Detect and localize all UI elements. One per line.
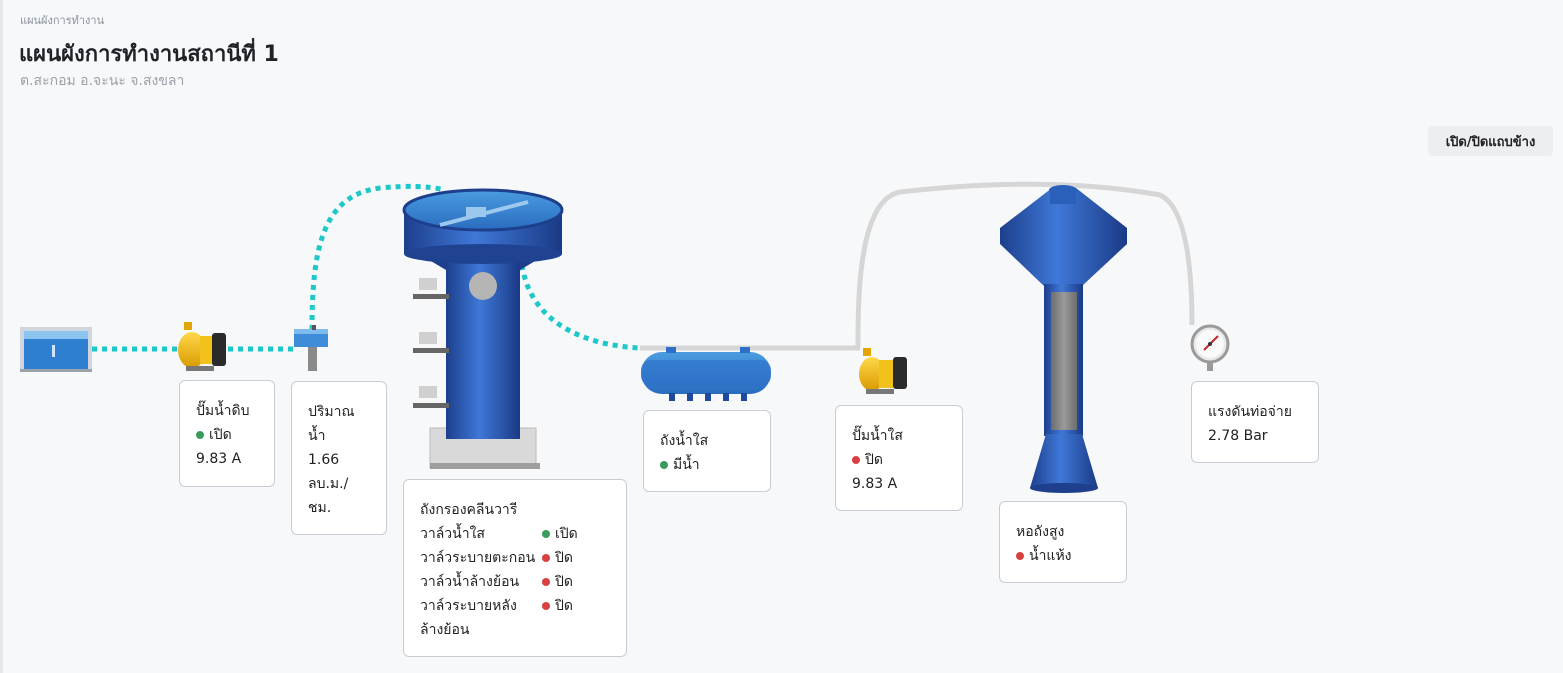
filter-tank-icon [402,188,564,469]
raw-pump-card: ปั๊มน้ำดิบ เปิด 9.83 A [179,380,275,487]
flow-meter-icon [294,325,328,371]
status-dot [1016,552,1024,560]
distribution-pipe [640,181,1195,351]
valve-status-text: เปิด [555,526,578,542]
page-subtitle: ต.สะกอม อ.จะนะ จ.สงขลา [20,73,185,89]
raw-pump-icon [178,322,226,371]
clear-tank-status: มีน้ำ [660,453,754,477]
raw-water-source-icon [20,327,92,372]
page-title: แผนผังการทำงานสถานีที่ 1 [19,42,279,67]
water-flow-line [92,183,641,352]
valve-name: วาล์วระบายหลังล้างย้อน [420,598,517,638]
flow-meter-card: ปริมาณน้ำ 1.66 ลบ.ม./ชม. [291,381,387,535]
breadcrumb: แผนผังการทำงาน [20,14,105,27]
valve-status: ปิด [542,546,610,570]
valve-list: วาล์วน้ำใส เปิด วาล์วระบายตะกอน ปิด วาล์… [420,522,610,642]
valve-status-text: ปิด [555,574,573,590]
valve-status: เปิด [542,522,610,546]
clear-pump-status: ปิด [852,448,946,472]
raw-pump-title: ปั๊มน้ำดิบ [196,403,250,419]
valve-name: วาล์วน้ำใส [420,526,485,542]
status-dot [852,456,860,464]
clear-tank-status-text: มีน้ำ [673,457,700,473]
pressure-value: 2.78 Bar [1208,428,1268,444]
high-tower-status: น้ำแห้ง [1016,544,1110,568]
valve-status-text: ปิด [555,550,573,566]
valve-status: ปิด [542,570,610,594]
clear-water-tank-icon [641,347,771,401]
clear-pump-card: ปั๊มน้ำใส ปิด 9.83 A [835,405,963,511]
status-dot [542,578,550,586]
high-tower-card: หอถังสูง น้ำแห้ง [999,501,1127,583]
toggle-sidebar-button[interactable]: เปิด/ปิดแถบข้าง [1428,126,1553,156]
high-tower-icon [1000,185,1127,493]
status-dot [542,602,550,610]
filter-tank-card: ถังกรองคลีนวารี วาล์วน้ำใส เปิด วาล์วระบ… [403,479,627,657]
flow-meter-unit: ลบ.ม./ชม. [308,476,349,516]
flow-meter-title: ปริมาณน้ำ [308,404,355,444]
pressure-title: แรงดันท่อจ่าย [1208,404,1292,420]
filter-tank-title: ถังกรองคลีนวารี [420,502,518,518]
clear-pump-title: ปั๊มน้ำใส [852,428,903,444]
high-tower-status-text: น้ำแห้ง [1029,548,1072,564]
pressure-card: แรงดันท่อจ่าย 2.78 Bar [1191,381,1319,463]
clear-tank-card: ถังน้ำใส มีน้ำ [643,410,771,492]
valve-name: วาล์วน้ำล้างย้อน [420,574,520,590]
valve-name: วาล์วระบายตะกอน [420,550,536,566]
pressure-gauge-icon [1190,324,1230,371]
clear-tank-title: ถังน้ำใส [660,433,709,449]
status-dot [660,461,668,469]
clear-pump-status-text: ปิด [865,452,883,468]
sidebar-edge [0,0,3,673]
clear-pump-icon [859,348,907,394]
raw-pump-current: 9.83 A [196,451,242,467]
status-dot [542,554,550,562]
valve-status: ปิด [542,594,610,618]
status-dot [542,530,550,538]
valve-status-text: ปิด [555,598,573,614]
status-dot [196,431,204,439]
high-tower-title: หอถังสูง [1016,524,1065,540]
clear-pump-current: 9.83 A [852,476,898,492]
raw-pump-status: เปิด [196,423,258,447]
raw-pump-status-text: เปิด [209,427,232,443]
flow-meter-value: 1.66 [308,452,340,468]
